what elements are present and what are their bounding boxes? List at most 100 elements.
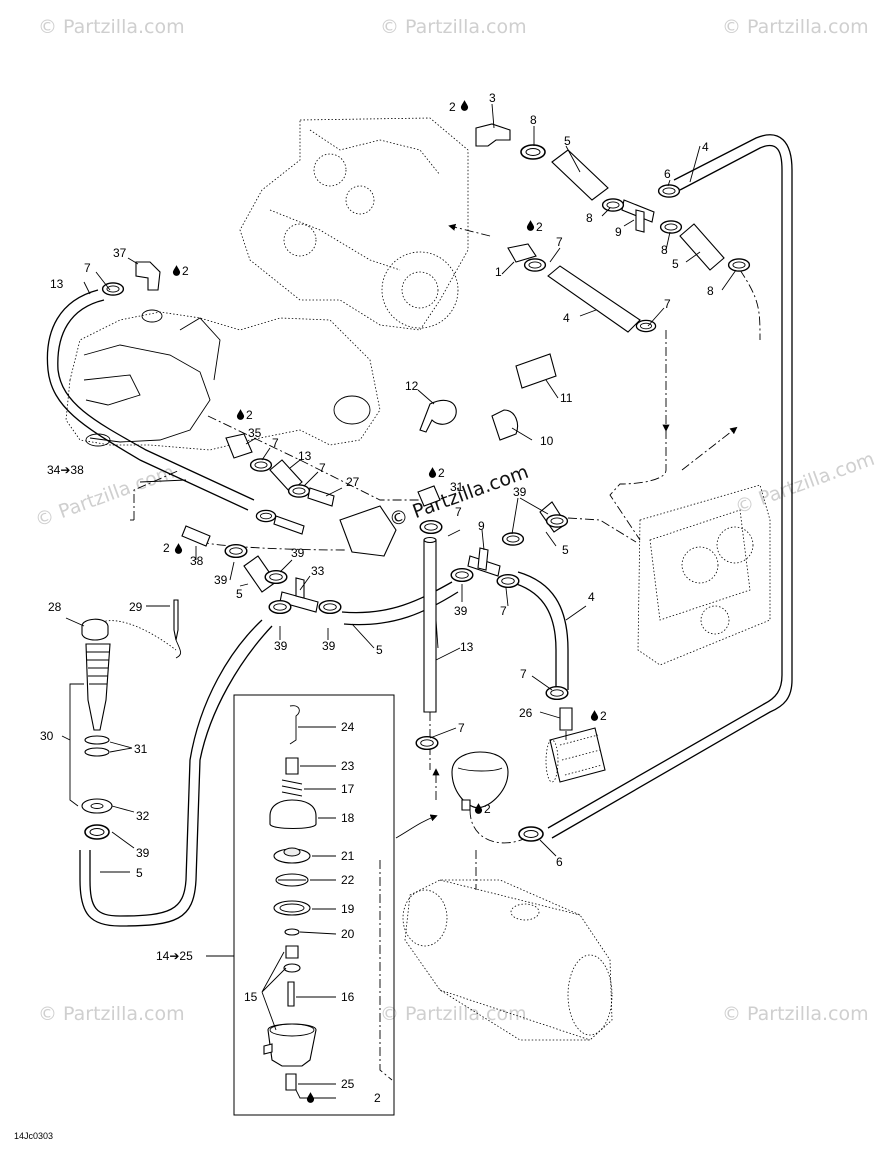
callout-4: 4 xyxy=(588,590,595,604)
callout-7: 7 xyxy=(458,721,465,735)
callout-22: 22 xyxy=(341,873,355,887)
callout-39: 39 xyxy=(136,846,150,860)
callout-13: 13 xyxy=(298,449,312,463)
callout-39: 39 xyxy=(274,639,288,653)
callout-5: 5 xyxy=(376,643,383,657)
watermark-bottom-center: © Partzilla.com xyxy=(380,1003,527,1025)
sealant-drop-icon xyxy=(174,543,183,554)
callout-24: 24 xyxy=(341,720,355,734)
callout-19: 19 xyxy=(341,902,355,916)
sealant-drop-icon xyxy=(428,467,437,478)
callout-16: 16 xyxy=(341,990,355,1004)
callout-2: 2 xyxy=(374,1091,381,1105)
callout-2: 2 xyxy=(163,541,170,555)
callout-8: 8 xyxy=(530,113,537,127)
callout-4: 4 xyxy=(702,140,709,154)
callout-5: 5 xyxy=(564,134,571,148)
callout-25: 25 xyxy=(341,1077,355,1091)
callout-9: 9 xyxy=(615,225,622,239)
sealant-drop-icon xyxy=(306,1092,315,1103)
exhaust-manifold xyxy=(65,309,381,451)
callout-2: 2 xyxy=(484,802,491,816)
callout-23: 23 xyxy=(341,759,355,773)
callout-20: 20 xyxy=(341,927,355,941)
leader-lines xyxy=(61,103,737,1099)
flow-lines xyxy=(130,223,761,1081)
sealant-drop-icon xyxy=(590,710,599,721)
callout-8: 8 xyxy=(661,243,668,257)
callout-7: 7 xyxy=(664,297,671,311)
watermark-mid-right: © Partzilla.com xyxy=(732,448,877,519)
callout-31: 31 xyxy=(134,742,148,756)
callout-6: 6 xyxy=(664,167,671,181)
callout-21: 21 xyxy=(341,849,355,863)
callout-5: 5 xyxy=(562,543,569,557)
callout-11: 11 xyxy=(560,391,573,405)
callout-labels: 2 3 8 5 4 6 8 9 8 5 8 2 7 1 4 7 37 2 7 1… xyxy=(40,91,714,1105)
sealant-drop-icon xyxy=(172,265,181,276)
callout-13: 13 xyxy=(50,277,64,291)
callout-7: 7 xyxy=(520,667,527,681)
callout-27: 27 xyxy=(346,475,360,489)
strainer-filter xyxy=(545,727,606,783)
callout-range-14-25: 14➔25 xyxy=(156,949,193,963)
callout-5: 5 xyxy=(672,257,679,271)
callout-39: 39 xyxy=(513,485,527,499)
watermark-top-right: © Partzilla.com xyxy=(722,16,869,38)
callout-range-34-38: 34➔38 xyxy=(47,463,84,477)
callout-15: 15 xyxy=(244,990,258,1004)
callout-28: 28 xyxy=(48,600,62,614)
watermark-top-center: © Partzilla.com xyxy=(380,16,527,38)
sealant-drop-icon xyxy=(236,409,245,420)
callout-39: 39 xyxy=(454,604,468,618)
callout-37: 37 xyxy=(113,246,127,260)
callout-2: 2 xyxy=(182,264,189,278)
callout-7: 7 xyxy=(319,461,326,475)
reservoir-cap-assembly-inset xyxy=(233,694,395,1116)
watermark-bottom-left: © Partzilla.com xyxy=(38,1003,185,1025)
callout-35: 35 xyxy=(248,426,262,440)
callout-8: 8 xyxy=(586,211,593,225)
callout-7: 7 xyxy=(84,261,91,275)
hoses xyxy=(46,134,793,927)
callout-4: 4 xyxy=(563,311,570,325)
callout-2: 2 xyxy=(438,466,445,480)
callout-33: 33 xyxy=(311,564,325,578)
callout-26: 26 xyxy=(519,706,533,720)
sealant-drop-icon xyxy=(460,100,469,111)
callout-39: 39 xyxy=(322,639,336,653)
callout-10: 10 xyxy=(540,434,554,448)
callout-3: 3 xyxy=(489,91,496,105)
watermark-center: © Partzilla.com xyxy=(386,461,531,532)
sealant-drop-icons xyxy=(172,100,599,1103)
callout-7: 7 xyxy=(500,604,507,618)
callout-2: 2 xyxy=(449,100,456,114)
callout-7: 7 xyxy=(272,436,279,450)
callout-2: 2 xyxy=(600,709,607,723)
callout-8: 8 xyxy=(707,284,714,298)
callout-6: 6 xyxy=(556,855,563,869)
callout-39: 39 xyxy=(291,546,305,560)
callout-7: 7 xyxy=(556,235,563,249)
callout-38: 38 xyxy=(190,554,204,568)
callout-13: 13 xyxy=(460,640,474,654)
muffler xyxy=(402,879,613,1041)
callout-1: 1 xyxy=(495,265,502,279)
drawing-code: 14Jc0303 xyxy=(14,1131,53,1141)
callout-12: 12 xyxy=(405,379,419,393)
callout-2: 2 xyxy=(536,220,543,234)
callout-31: 31 xyxy=(450,480,464,494)
watermark-bottom-right: © Partzilla.com xyxy=(722,1003,869,1025)
callout-29: 29 xyxy=(129,600,143,614)
watermarks: © Partzilla.com © Partzilla.com © Partzi… xyxy=(32,16,877,1025)
callout-32: 32 xyxy=(136,809,150,823)
callout-7: 7 xyxy=(455,505,462,519)
callout-9: 9 xyxy=(478,519,485,533)
watermark-top-left: © Partzilla.com xyxy=(38,16,185,38)
callout-30: 30 xyxy=(40,729,54,743)
sealant-drop-icon xyxy=(526,220,535,231)
cooling-plate xyxy=(637,484,771,666)
fittings-and-clamps xyxy=(81,123,751,842)
callout-2: 2 xyxy=(246,408,253,422)
